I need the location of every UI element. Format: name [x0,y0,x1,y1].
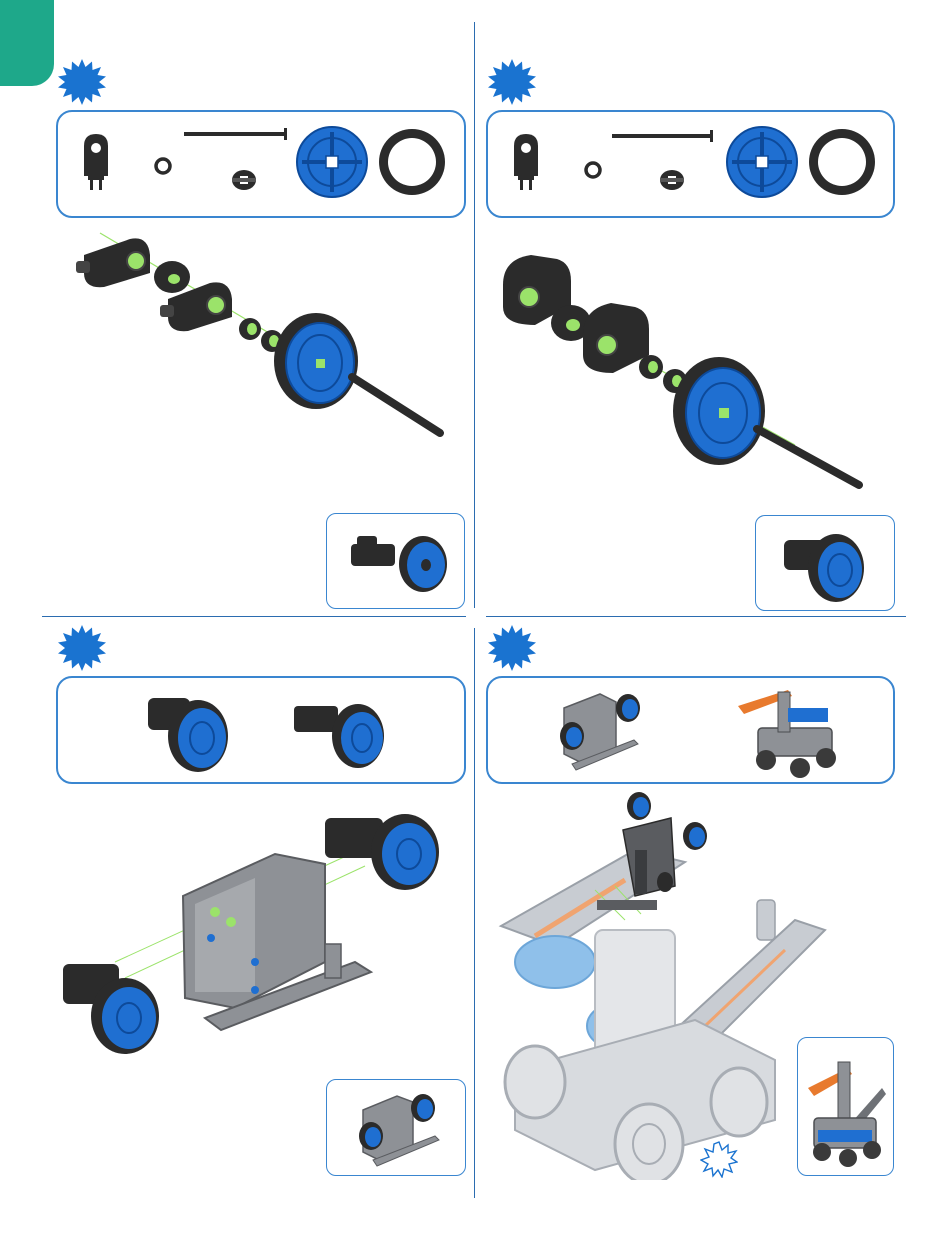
result-box-step-bottom-right [797,1037,894,1176]
spacer-ring-part [586,163,600,177]
black-tire-part [809,129,875,195]
step-star-icon [57,58,107,108]
lock-collar-part [660,170,684,190]
blue-hub-part [297,127,367,197]
step-star-icon [57,624,107,674]
step-star-icon [487,58,537,108]
corner-connector-part [514,134,538,190]
wheel-assembly-part [294,704,384,768]
result-box-step-top-left [326,513,465,609]
parts-box-step-top-left [56,110,466,218]
black-tire-part [379,129,445,195]
assembly-diagram-step-bottom-left [55,812,450,1062]
corner-tab [0,0,54,86]
result-box-step-bottom-left [326,1079,466,1176]
assembly-diagram-step-top-left [70,225,460,450]
column-divider-bottom [474,628,475,1198]
spacer-ring-part [156,159,170,173]
wheel-frame-assembly-part [560,694,640,770]
step-star-icon [487,624,537,674]
attach-burst-icon [700,1140,738,1178]
wheel-assembly-part [148,698,228,772]
row-divider-left [42,616,466,617]
parts-box-step-top-right [486,110,895,218]
lock-collar-part [232,170,256,190]
axle-shaft-part [184,132,286,136]
corner-connector-part [84,134,108,190]
column-divider-top [474,22,475,608]
blue-hub-part [727,127,797,197]
robot-base-part [738,690,836,778]
row-divider-right [486,616,906,617]
parts-box-step-bottom-left [56,676,466,784]
assembly-diagram-step-bottom-right [495,790,835,1180]
parts-box-step-bottom-right [486,676,895,784]
axle-shaft-part [612,134,712,138]
assembly-diagram-step-top-right [495,245,875,500]
result-box-step-top-right [755,515,895,611]
